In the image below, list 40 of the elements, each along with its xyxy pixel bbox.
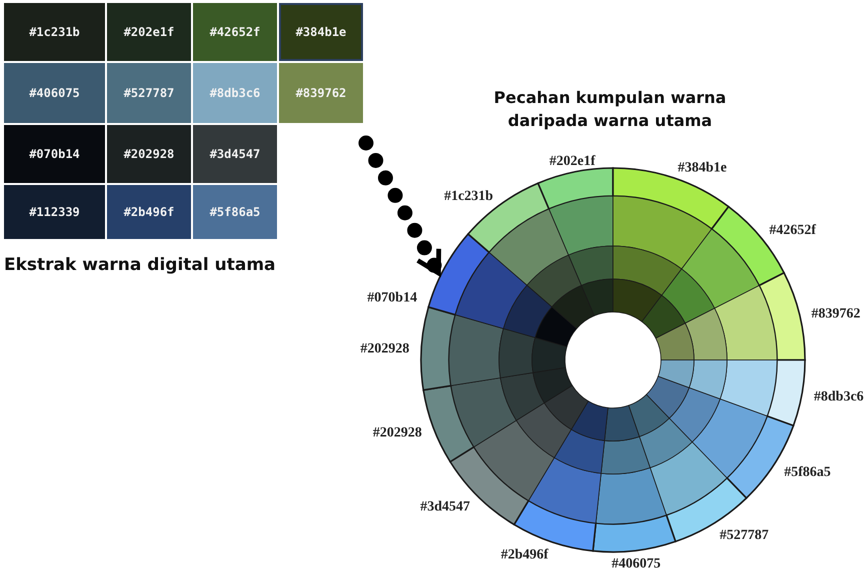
- wheel-segment: [592, 404, 676, 568]
- color-swatch: #112339: [4, 185, 105, 239]
- wheel-segment: [658, 359, 864, 426]
- color-swatch: #3d4547: [193, 125, 277, 183]
- color-code-label: #202928: [360, 342, 410, 357]
- color-swatch: #839762: [279, 63, 363, 123]
- color-swatch: #070b14: [4, 125, 105, 183]
- color-code-label: #070b14: [367, 290, 418, 306]
- color-code-label: #2b496f: [500, 547, 548, 562]
- wheel-segment: [360, 306, 568, 391]
- color-swatch: #527787: [107, 63, 191, 123]
- color-code-label: #406075: [612, 556, 661, 568]
- color-swatch: #8db3c6: [193, 63, 277, 123]
- color-code-label: #384b1e: [678, 160, 727, 176]
- color-code-label: #5f86a5: [784, 465, 831, 480]
- wheel-segment: [628, 394, 769, 543]
- wheel-segment: [372, 367, 573, 463]
- color-code-label: #1c231b: [444, 188, 494, 204]
- color-code-label: #202e1f: [549, 154, 596, 170]
- color-code-label: #8db3c6: [814, 389, 864, 404]
- color-swatch: #1c231b: [4, 3, 105, 61]
- color-swatch: #42652f: [193, 3, 277, 61]
- wheel-segment: [537, 154, 614, 316]
- color-swatch: #202928: [107, 125, 191, 183]
- color-swatch: #5f86a5: [193, 185, 277, 239]
- wheel-segment: [612, 160, 730, 322]
- color-code-label: #3d4547: [420, 500, 470, 514]
- color-swatch: #384b1e: [279, 3, 363, 61]
- wheel-segment: [444, 182, 595, 329]
- title: Pecahan kumpulan warna daripada warna utama: [492, 87, 728, 132]
- grid-title: Ekstrak warna digital utama: [4, 255, 276, 275]
- color-swatch: #406075: [4, 63, 105, 123]
- color-code-label: #42652f: [769, 222, 816, 238]
- color-code-label: #202928: [372, 425, 422, 440]
- color-code-label: #527787: [720, 528, 769, 543]
- color-swatch: #2b496f: [107, 185, 191, 239]
- color-swatch: #202e1f: [107, 3, 191, 61]
- wheel-segment: [655, 272, 860, 361]
- wheel-segment: [420, 385, 589, 526]
- color-code-label: #839762: [811, 306, 860, 322]
